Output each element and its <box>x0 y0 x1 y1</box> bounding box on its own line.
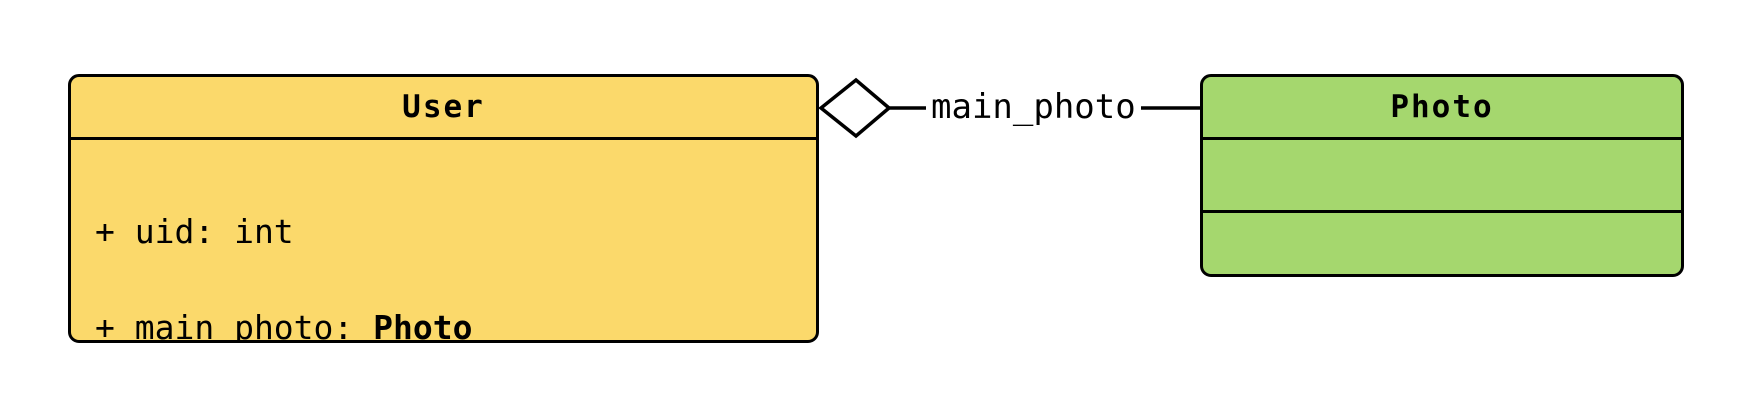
attribute-text: + main_photo: <box>95 308 374 343</box>
attribute-type-bold: Photo <box>373 308 473 343</box>
attribute-text: + uid: int <box>95 212 294 251</box>
class-name-photo: Photo <box>1390 89 1494 125</box>
class-box-photo: Photo <box>1200 74 1684 277</box>
aggregation-diamond-icon <box>818 77 892 139</box>
class-methods-photo <box>1203 210 1681 274</box>
class-name-user: User <box>402 89 485 125</box>
class-attributes-photo <box>1203 137 1681 210</box>
class-attributes-user: + uid: int + main_photo: Photo <box>71 137 816 340</box>
class-title-photo: Photo <box>1203 77 1681 137</box>
attribute-line: + uid: int <box>95 215 816 248</box>
class-box-user: User + uid: int + main_photo: Photo + __… <box>68 74 819 343</box>
relation-label: main_photo <box>926 87 1141 127</box>
attribute-line: + main_photo: Photo <box>95 311 816 340</box>
class-title-user: User <box>71 77 816 137</box>
